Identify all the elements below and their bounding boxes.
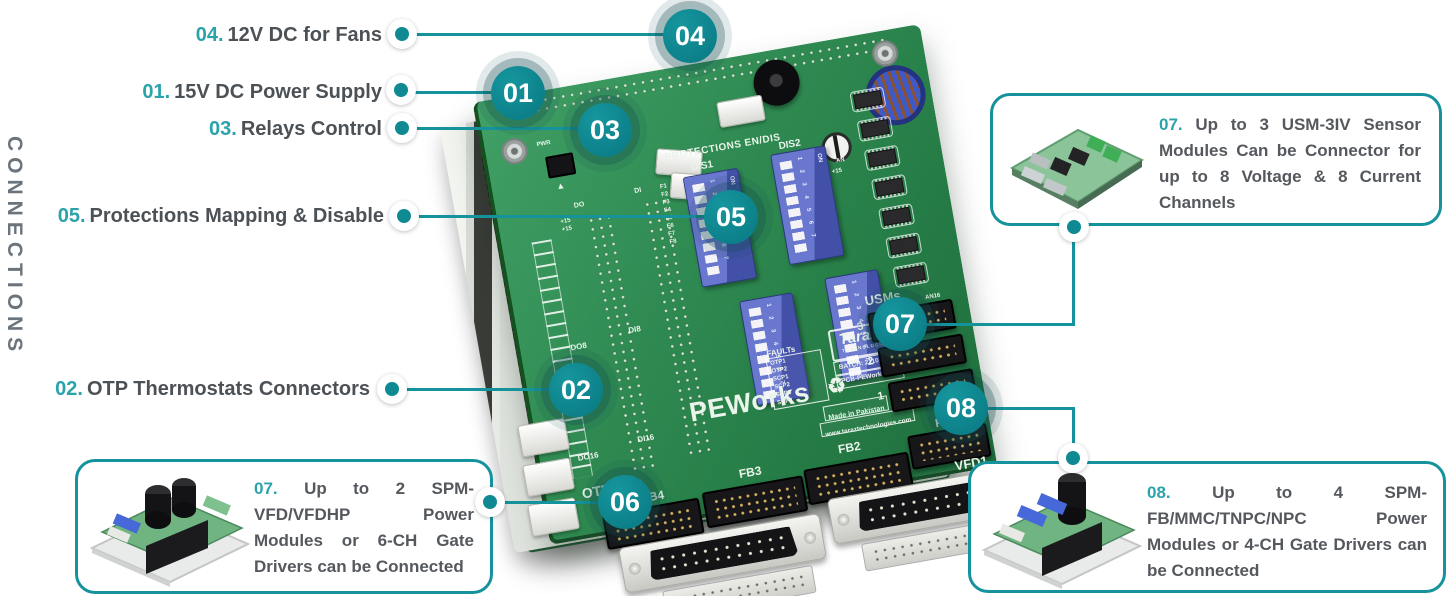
silk-di8: DI8 [627, 324, 642, 336]
marker-08: 08 [934, 381, 988, 435]
marker-07: 07 [873, 297, 927, 351]
silk-p15: +15 [560, 217, 572, 226]
callout-number: 04. [195, 24, 224, 46]
anchor-07 [1059, 212, 1089, 242]
spm-fb-module-photo [981, 473, 1143, 589]
ic-chip [856, 115, 894, 143]
infobox-spm-vfd-text: 07. Up to 2 SPM-VFD/VFDHP Power Modules … [254, 476, 474, 580]
silk-protections: PROTECTIONS EN/DIS [663, 131, 782, 164]
db25-screw [627, 561, 642, 576]
db25-screw [803, 530, 818, 545]
otp-connector [517, 417, 571, 458]
ic-chip [849, 85, 887, 114]
marker-02: 02 [549, 363, 603, 417]
marker-01: 01 [491, 66, 545, 120]
silk-do8: DO8 [569, 340, 588, 353]
ic-chip [871, 173, 908, 201]
infobox-usm-text: 07. Up to 3 USM-3IV Sensor Modules Can b… [1159, 112, 1421, 216]
dip-on-label: ON [728, 175, 736, 186]
infobox-spm-fb-body: Up to 4 SPM-FB/MMC/TNPC/NPC Power Module… [1147, 483, 1427, 580]
line-01 [401, 91, 518, 94]
line-08-vertical [1072, 407, 1075, 458]
callout-number: 03. [209, 118, 237, 140]
line-07-vertical [1072, 227, 1075, 326]
ic-chip [878, 202, 915, 231]
callout-12v-fans: 04.12V DC for Fans [0, 22, 382, 48]
anchor-05 [389, 201, 419, 231]
peworks-board: PWR ▲ DO DI +15 +15 DO8 DI8 DO16 DI16 OT… [472, 23, 1034, 596]
line-02 [392, 388, 576, 391]
marker-04: 04 [663, 9, 717, 63]
dip-switch-dis2[interactable]: 1 2 3 4 5 6 7 ON [770, 145, 845, 266]
silk-fb3: FB3 [737, 463, 763, 482]
recycle-icon: ♻ [825, 373, 848, 400]
silk-pwr: PWR [536, 139, 552, 149]
silk-fb2: FB2 [837, 438, 862, 457]
dip-on-label: ON [815, 152, 824, 163]
warning-triangle-icon: ▲ [555, 180, 566, 192]
infobox-spm-vfd-body: Up to 2 SPM-VFD/VFDHP Power Modules or 6… [254, 479, 474, 576]
silk-di: DI [633, 186, 642, 196]
usm-num: 1 [876, 389, 885, 403]
callout-protections: 05.Protections Mapping & Disable [0, 203, 384, 229]
line-06 [490, 501, 625, 504]
board-name: PEWorks [686, 376, 812, 428]
anchor-08 [1058, 443, 1088, 473]
callout-otp-thermostats: 02.OTP Thermostats Connectors [0, 376, 370, 402]
page-title-vertical: CONNECTIONS [3, 136, 26, 358]
website-label: www.taraztechnologies.com [824, 416, 912, 439]
callout-label: 12V DC for Fans [227, 24, 382, 46]
power-jumper [544, 152, 577, 179]
marker-05: 05 [704, 190, 758, 244]
callout-number: 05. [57, 205, 86, 227]
anchor-01 [386, 75, 416, 105]
line-04 [402, 33, 690, 36]
infobox-usm: 07. Up to 3 USM-3IV Sensor Modules Can b… [990, 93, 1442, 226]
anchor-02 [377, 374, 407, 404]
silk-p15: +15 [831, 167, 843, 176]
infobox-spm-fb-number: 08. [1147, 483, 1171, 502]
callout-number: 02. [55, 378, 83, 400]
marker-06: 06 [598, 475, 652, 529]
infobox-usm-number: 07. [1159, 115, 1183, 134]
silk-do: DO [573, 201, 585, 210]
callout-relays: 03.Relays Control [0, 116, 382, 142]
line-07-horizontal [900, 323, 1074, 326]
white-connector [716, 94, 766, 129]
callout-label: 15V DC Power Supply [174, 81, 382, 103]
callout-15v-power: 01.15V DC Power Supply [0, 79, 382, 105]
usm-module-photo [1009, 128, 1145, 209]
callout-label: Protections Mapping & Disable [89, 205, 384, 227]
line-05 [404, 215, 731, 218]
otp-connector [522, 457, 576, 498]
ic-chip [885, 231, 923, 260]
infobox-spm-fb-text: 08. Up to 4 SPM-FB/MMC/TNPC/NPC Power Mo… [1147, 480, 1427, 584]
anchor-06 [475, 487, 505, 517]
infobox-usm-body: Up to 3 USM-3IV Sensor Modules Can be Co… [1159, 115, 1422, 212]
anchor-03 [387, 113, 417, 143]
callout-label: Relays Control [240, 118, 382, 140]
ic-chip [863, 144, 901, 172]
screw-hole [499, 136, 530, 167]
marker-03: 03 [578, 103, 632, 157]
anchor-04 [387, 19, 417, 49]
ic-chip [892, 261, 930, 289]
spm-vfd-module-photo [89, 478, 251, 587]
line-08-horizontal [961, 407, 1074, 410]
line-03 [402, 127, 605, 130]
callout-number: 01. [142, 81, 171, 103]
silk-an: AN [835, 157, 846, 165]
callout-label: OTP Thermostats Connectors [86, 378, 370, 400]
db25-screw [836, 512, 851, 527]
infobox-spm-vfd-number: 07. [254, 479, 278, 498]
silk-p15: +15 [561, 225, 573, 234]
